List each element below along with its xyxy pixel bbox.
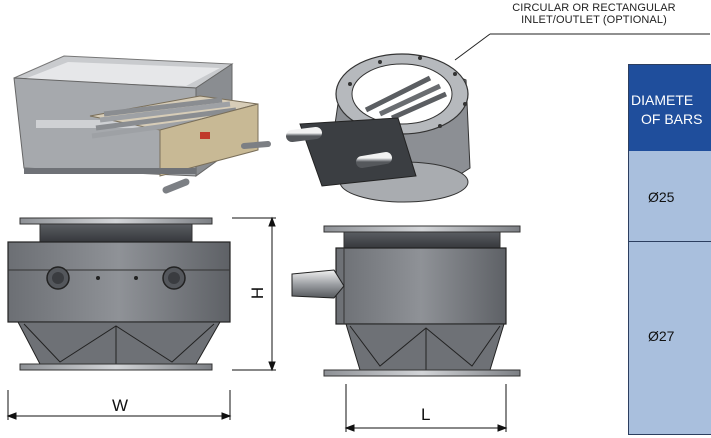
table-row: Ø27 bbox=[629, 242, 711, 434]
bar-diameter-table: DIAMETE OF BARS Ø25 Ø27 bbox=[628, 64, 711, 435]
callout-leader bbox=[454, 33, 710, 61]
height-dimension-label: H bbox=[248, 286, 268, 300]
header-line-2: OF BARS bbox=[641, 111, 703, 127]
inlet-outlet-callout: CIRCULAR OR RECTANGULAR INLET/OUTLET (OP… bbox=[478, 2, 710, 26]
table-header: DIAMETE OF BARS bbox=[629, 65, 711, 151]
header-line-1: DIAMETE bbox=[631, 92, 694, 108]
callout-line-1: CIRCULAR OR RECTANGULAR bbox=[512, 2, 676, 14]
width-dimension-label: W bbox=[112, 396, 129, 415]
side-elevation-drawing bbox=[291, 225, 521, 377]
front-elevation-drawing bbox=[7, 217, 231, 371]
table-row: Ø25 bbox=[629, 151, 711, 241]
length-dimension-label: L bbox=[421, 405, 431, 424]
bar-diameter-value: Ø27 bbox=[648, 328, 675, 344]
dimension-lines bbox=[6, 216, 508, 432]
circular-inlet-render bbox=[286, 53, 471, 203]
drawer-magnet-photo bbox=[13, 55, 271, 194]
callout-line-2: INLET/OUTLET (OPTIONAL) bbox=[521, 14, 667, 26]
row-divider bbox=[629, 241, 711, 242]
bar-diameter-value: Ø25 bbox=[648, 189, 675, 205]
